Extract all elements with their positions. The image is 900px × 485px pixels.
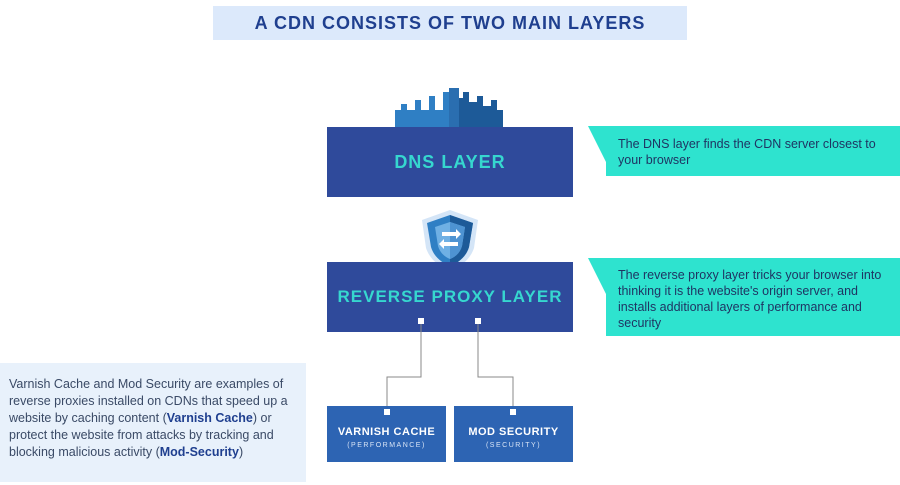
reverse-proxy-layer-box: REVERSE PROXY LAYER bbox=[327, 262, 573, 332]
connector-modsec bbox=[477, 322, 514, 410]
mod-security-box: MOD SECURITY (SECURITY) bbox=[454, 406, 573, 462]
info-text-part: ) bbox=[238, 445, 244, 459]
connector-varnish bbox=[386, 322, 422, 410]
dns-callout-shape bbox=[588, 126, 900, 176]
proxy-callout-text: The reverse proxy layer tricks your brow… bbox=[618, 268, 882, 330]
info-box bbox=[0, 363, 306, 482]
dns-layer-label: DNS LAYER bbox=[394, 151, 506, 172]
varnish-cache-caption: (PERFORMANCE) bbox=[347, 441, 426, 449]
proxy-callout-shape bbox=[588, 258, 900, 336]
info-text-bold: Mod-Security bbox=[159, 445, 239, 459]
reverse-proxy-layer-label: REVERSE PROXY LAYER bbox=[337, 287, 563, 306]
info-text: Varnish Cache and Mod Security are examp… bbox=[9, 376, 301, 461]
diagram-title: A CDN CONSISTS OF TWO MAIN LAYERS bbox=[213, 6, 687, 40]
connector-dot bbox=[418, 318, 424, 324]
castle-icon bbox=[395, 88, 503, 132]
varnish-cache-box: VARNISH CACHE (PERFORMANCE) bbox=[327, 406, 446, 462]
varnish-cache-label: VARNISH CACHE bbox=[337, 425, 436, 438]
diagram-title-text: A CDN CONSISTS OF TWO MAIN LAYERS bbox=[254, 12, 646, 33]
info-text-part: Varnish Cache and Mod Security are examp… bbox=[9, 377, 288, 425]
dns-layer-box: DNS LAYER bbox=[327, 127, 573, 197]
mod-security-caption: (SECURITY) bbox=[485, 441, 542, 449]
info-text-part: ) or protect the website from attacks by… bbox=[9, 411, 274, 459]
info-text-bold: Varnish Cache bbox=[166, 411, 253, 425]
dns-callout-text: The DNS layer finds the CDN server close… bbox=[618, 137, 876, 167]
connector-dot bbox=[475, 318, 481, 324]
mod-security-label: MOD SECURITY bbox=[468, 425, 559, 438]
shield-exchange-icon bbox=[422, 210, 478, 271]
